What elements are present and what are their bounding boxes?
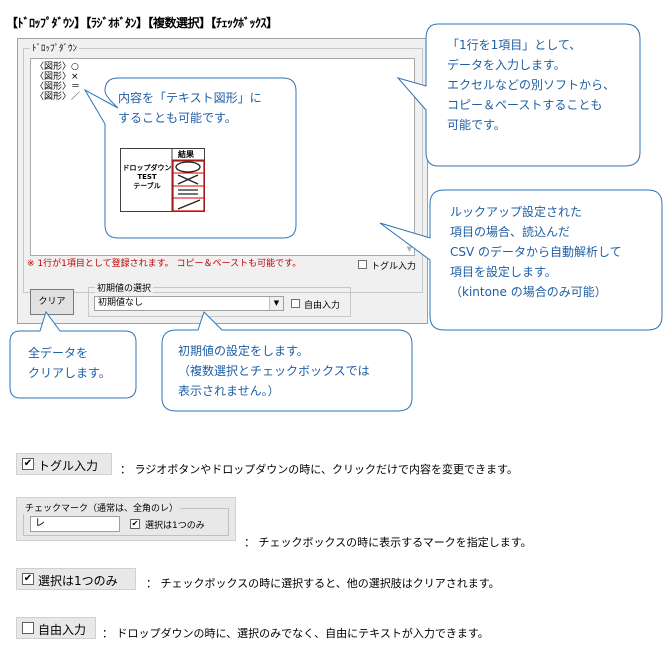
callout-line: CSV のデータから自動解析して: [450, 245, 622, 259]
callout-right-shape: [379, 189, 663, 331]
callout-line: 初期値の設定をします。: [178, 344, 309, 358]
initial-value-groupbox: 初期値の選択 初期値なし ▼ 自由入力: [88, 281, 351, 317]
toggle-control-sample: ✔ トグル入力: [16, 453, 112, 475]
callout-line: 可能です。: [447, 118, 506, 132]
list-item: 〈図形〉＝: [35, 82, 81, 92]
callout-line: 全データを: [28, 346, 89, 360]
check-icon: ✔: [22, 573, 34, 585]
table-line: ドロップダウン: [122, 164, 172, 172]
clear-button[interactable]: クリア: [30, 289, 74, 315]
callout-line: 「1行を1項目」として、: [447, 38, 582, 52]
single-select-label: 選択は1つのみ: [38, 574, 118, 588]
table-line: テーブル: [133, 182, 161, 190]
text-shape-table-image: 結果 ドロップダウン TEST テーブル: [120, 148, 205, 212]
callout-line: （複数選択とチェックボックスでは: [178, 364, 370, 378]
empty-checkbox-icon: [22, 622, 34, 634]
single-select-control-sample: ✔ 選択は1つのみ: [16, 568, 136, 590]
free-input-sample-label: 自由入力: [38, 623, 87, 637]
callout-line: コピー＆ペーストすることも: [447, 98, 603, 112]
list-item: 〈図形〉／: [35, 92, 81, 102]
free-input-control-sample: 自由入力: [16, 617, 96, 639]
check-icon: ✔: [130, 519, 140, 529]
note-text: ※ 1行が1項目として登録されます。 コピー＆ペーストも可能です。: [27, 259, 302, 269]
callout-line: データを入力します。: [447, 58, 566, 72]
free-input-checkbox[interactable]: [291, 299, 300, 308]
toggle-checkbox[interactable]: [358, 260, 367, 269]
checkmark-control-sample: チェックマーク（通常は、全角のレ） レ ✔ 選択は1つのみ: [16, 497, 236, 541]
callout-line: （kintone の場合のみ可能）: [450, 285, 607, 299]
group-label: ﾄﾞﾛｯﾌﾟﾀﾞｳﾝ: [30, 41, 80, 54]
checkmark-input: レ: [30, 516, 120, 532]
callout-middle: 内容を「テキスト図形」に することも可能です。: [118, 88, 262, 128]
table-drawing: [120, 148, 205, 212]
table-line: TEST: [137, 173, 157, 181]
page-title: 【ﾄﾞﾛｯﾌﾟﾀﾞｳﾝ】【ﾗｼﾞｵﾎﾞﾀﾝ】【複数選択】【ﾁｪｯｸﾎﾞｯｸｽ】: [6, 16, 278, 30]
checkmark-group-label: チェックマーク（通常は、全角のレ）: [23, 501, 181, 514]
free-input-label: 自由入力: [304, 301, 341, 311]
callout-line: 項目を設定します。: [450, 265, 557, 279]
callout-line: 内容を「テキスト図形」に: [118, 91, 262, 105]
list-item: 〈図形〉×: [35, 72, 79, 82]
toggle-sample-label: トグル入力: [38, 459, 99, 473]
callout-bottom-middle: 初期値の設定をします。 （複数選択とチェックボックスでは 表示されません。）: [178, 341, 370, 401]
callout-line: 項目の場合、読込んだ: [450, 225, 571, 239]
callout-line: エクセルなどの別ソフトから、: [447, 78, 616, 92]
table-cell-text: ドロップダウン TEST テーブル: [122, 164, 172, 191]
toggle-description: ： ラジオボタンやドロップダウンの時に、クリックだけで内容を変更できます。: [120, 463, 518, 476]
callout-line: クリアします。: [28, 366, 111, 380]
single-select-description: ： チェックボックスの時に選択すると、他の選択肢はクリアされます。: [146, 577, 500, 590]
chevron-down-icon[interactable]: ▼: [269, 297, 283, 310]
callout-line: することも可能です。: [118, 111, 237, 125]
callout-line: 表示されません。）: [178, 384, 280, 398]
scroll-down-icon[interactable]: ▼: [406, 245, 412, 253]
callout-bottom-left-shape: [9, 310, 137, 399]
callout-top-right: 「1行を1項目」として、 データを入力します。 エクセルなどの別ソフトから、 コ…: [447, 35, 615, 135]
initial-value-select[interactable]: 初期値なし ▼: [94, 296, 284, 311]
callout-layer: [9, 23, 663, 412]
free-input-description: ： ドロップダウンの時に、選択のみでなく、自由にテキストが入力できます。: [102, 627, 489, 640]
initial-value-text: 初期値なし: [98, 298, 144, 308]
callout-bottom-left: 全データを クリアします。: [28, 343, 111, 383]
toggle-label: トグル入力: [371, 262, 417, 272]
list-item: 〈図形〉○: [35, 62, 79, 72]
table-header: 結果: [178, 150, 194, 159]
single-select-sample-label: 選択は1つのみ: [145, 521, 205, 531]
callout-top-right-shape: [396, 23, 641, 167]
checkmark-description: ： チェックボックスの時に表示するマークを指定します。: [244, 536, 532, 549]
callout-bottom-middle-shape: [161, 311, 413, 412]
callout-right: ルックアップ設定された 項目の場合、読込んだ CSV のデータから自動解析して …: [450, 202, 622, 302]
initial-group-label: 初期値の選択: [95, 281, 154, 294]
check-icon: ✔: [22, 458, 34, 470]
callout-line: ルックアップ設定された: [450, 205, 583, 219]
